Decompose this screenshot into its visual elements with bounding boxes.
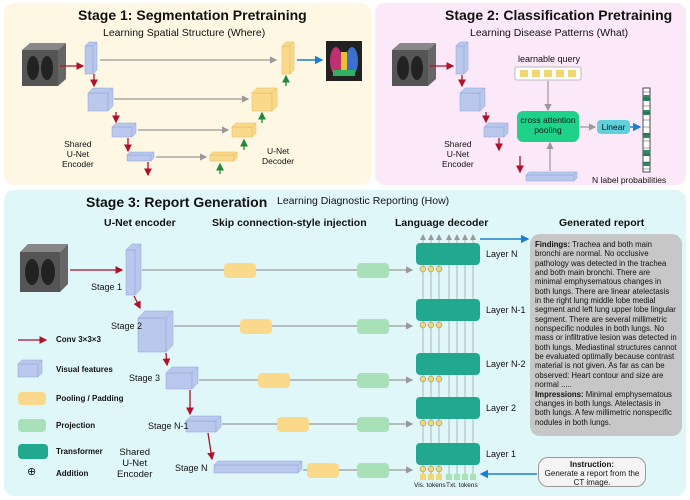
pooling-block-4 [277, 417, 309, 432]
col-decoder-heading: Language decoder [395, 217, 489, 229]
cross-attention-pooling-block: cross attention pooling [517, 111, 579, 142]
instruction-text: Generate a report from the CT image. [544, 469, 640, 488]
stage1-panel [4, 3, 371, 185]
projection-block-1 [357, 263, 389, 278]
transformer-layer-1 [416, 443, 480, 465]
ct-volume-stage2 [392, 43, 436, 86]
projection-block-2 [357, 319, 389, 334]
col-encoder-heading: U-Net encoder [104, 217, 176, 229]
segmentation-output-image [326, 41, 362, 81]
pooling-block-3 [258, 373, 290, 388]
stage3-encoder-label: Shared U-Net Encoder [117, 447, 153, 480]
transformer-layer-n-2 [416, 353, 480, 375]
legend-visual-label: Visual features [56, 365, 113, 374]
stage1-decoder-label: U-Net Decoder [262, 146, 295, 166]
transformer-layer-n [416, 243, 480, 265]
s3-encoder-cubes [125, 243, 303, 474]
projection-block-4 [357, 417, 389, 432]
instruction-label: Instruction: [570, 460, 614, 469]
linear-block: Linear [597, 120, 630, 134]
stage2-panel [375, 3, 686, 185]
stage-label-n: Stage N [175, 463, 208, 473]
generated-report-box: Findings: Trachea and both main bronchi … [530, 234, 682, 436]
stage1-encoder-label: Shared U-Net Encoder [62, 139, 94, 169]
stage1-title: Stage 1: Segmentation Pretraining [78, 7, 307, 23]
label-probabilities-text: N label probabilities [592, 175, 667, 185]
stage-label-2: Stage 2 [111, 321, 143, 331]
stage1-subtitle: Learning Spatial Structure (Where) [103, 27, 266, 39]
transformer-layer-2 [416, 397, 480, 419]
layer-label-1: Layer 1 [486, 449, 517, 459]
instruction-bubble: Instruction: Generate a report from the … [538, 457, 646, 487]
findings-label: Findings: [535, 240, 571, 249]
stage-label-1: Stage 1 [91, 282, 123, 292]
linear-label: Linear [601, 122, 626, 132]
stage3-subtitle: Learning Diagnostic Reporting (How) [277, 195, 450, 207]
input-tokens [420, 474, 476, 480]
s2-encoder-cubes [455, 41, 578, 182]
addition-nodes [419, 265, 443, 473]
layer-label-n-2: Layer N-2 [486, 359, 526, 369]
stage2-subtitle: Learning Disease Patterns (What) [470, 27, 629, 39]
impressions-label: Impressions: [535, 389, 584, 399]
stage2-encoder-label: Shared U-Net Encoder [442, 139, 474, 169]
pooling-block-1 [224, 263, 256, 278]
stage3-title: Stage 3: Report Generation [86, 194, 268, 210]
txt-tokens-label: Txt. tokens [446, 482, 478, 489]
pooling-block-2 [240, 319, 272, 334]
s1-decoder-cubes [209, 41, 295, 162]
projection-block-5 [357, 463, 389, 478]
cross-attention-pooling-label: cross attention pooling [520, 115, 576, 136]
legend-addition-icon: ⊕ [27, 466, 37, 478]
stage-label-3: Stage 3 [129, 373, 161, 383]
s1-encoder-cubes [84, 41, 155, 162]
stage2-title: Stage 2: Classification Pretraining [445, 7, 673, 23]
projection-block-3 [357, 373, 389, 388]
legend-projection-label: Projection [56, 421, 96, 430]
col-skip-heading: Skip connection-style injection [212, 217, 367, 229]
label-probability-column [642, 87, 651, 173]
token-arrowheads [420, 234, 476, 240]
legend-visual-cube [17, 359, 43, 378]
legend-projection-swatch [18, 419, 46, 432]
ct-volume-stage3 [20, 244, 68, 292]
ct-volume-stage1 [22, 43, 66, 86]
col-report-heading: Generated report [559, 217, 645, 229]
vis-tokens-label: Vis. tokens [414, 482, 446, 489]
findings-text: Trachea and both main bronchi are normal… [535, 240, 677, 390]
stage-label-n-1: Stage N-1 [148, 421, 189, 431]
legend-conv-label: Conv 3×3×3 [56, 335, 101, 344]
transformer-layer-n-1 [416, 299, 480, 321]
legend-pooling-label: Pooling / Padding [56, 394, 124, 403]
learnable-query-label: learnable query [518, 54, 581, 64]
legend-pooling-swatch [18, 392, 46, 405]
legend-transformer-swatch [18, 444, 48, 459]
legend-transformer-label: Transformer [56, 447, 103, 456]
legend-addition-label: Addition [56, 469, 89, 478]
layer-label-n: Layer N [486, 249, 518, 259]
layer-label-n-1: Layer N-1 [486, 305, 526, 315]
impressions-text: Minimal emphysematous changes in both lu… [535, 389, 672, 427]
layer-label-2: Layer 2 [486, 403, 517, 413]
pooling-block-5 [307, 463, 339, 478]
query-tokens [520, 70, 576, 77]
